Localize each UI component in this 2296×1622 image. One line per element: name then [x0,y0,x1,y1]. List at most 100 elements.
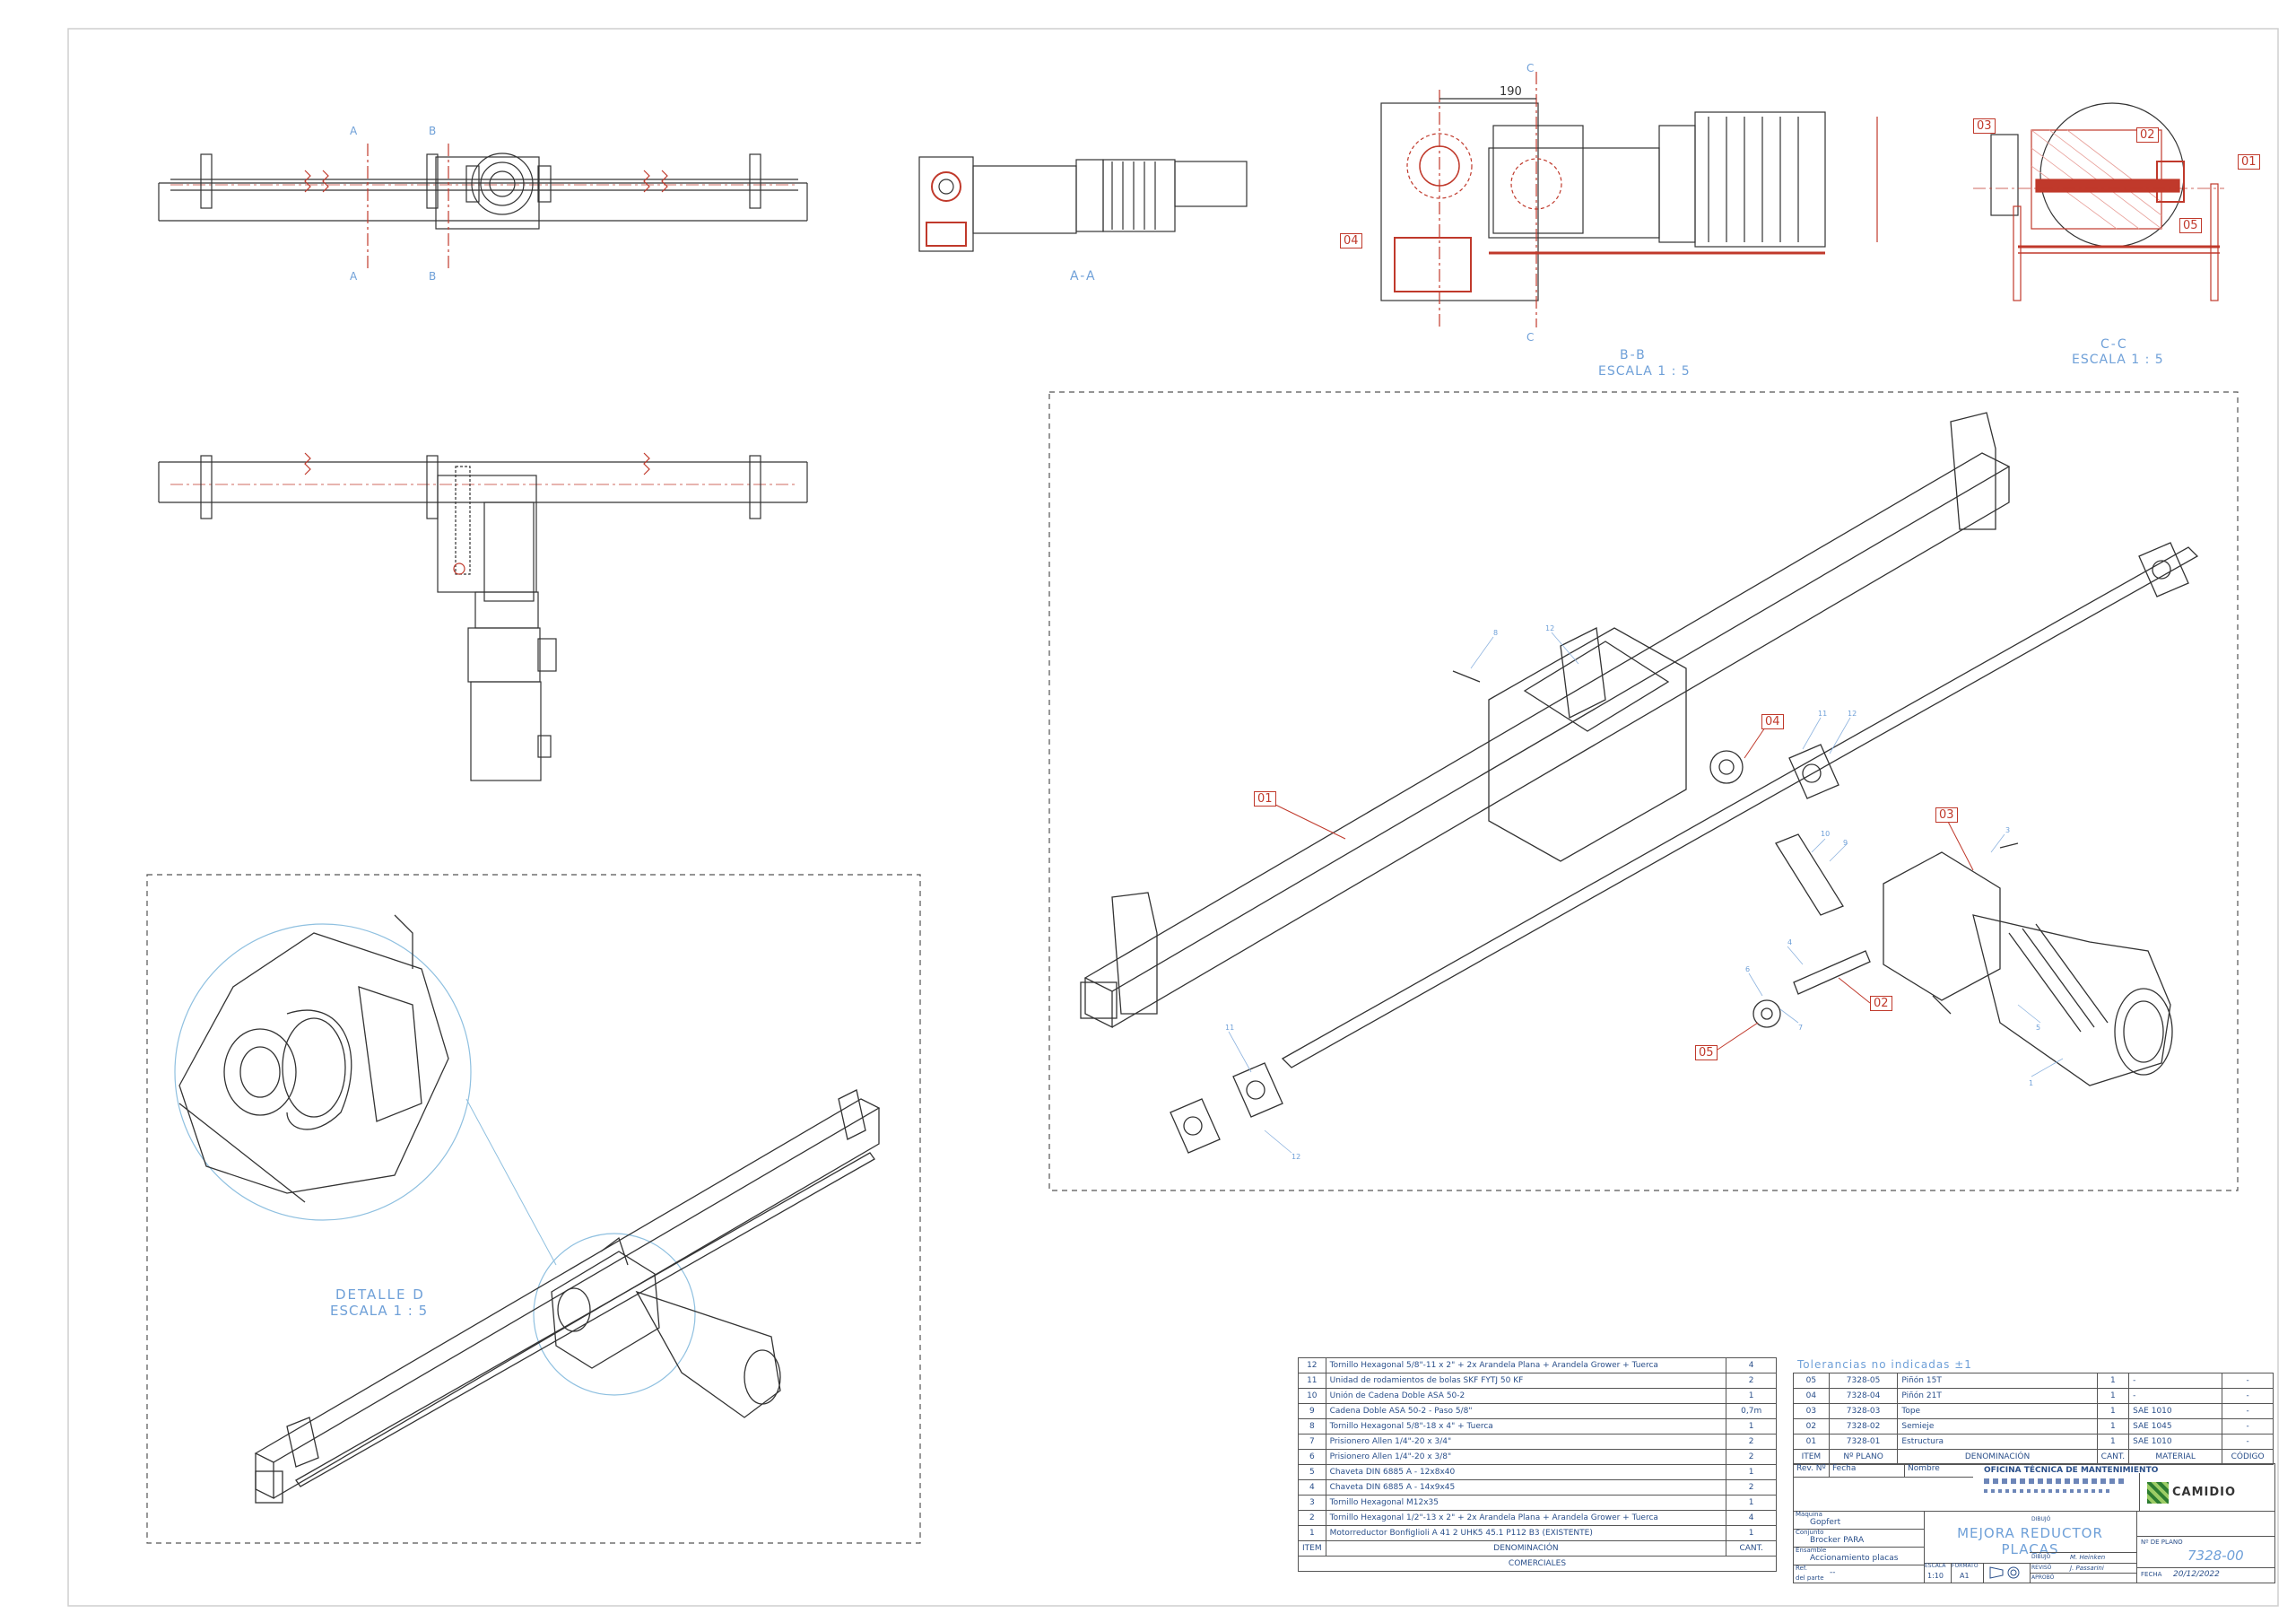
escala-cell: ESCALA 1:10 [1924,1563,1952,1583]
section-letter-b-top: B [429,125,436,137]
part-cant: 1 [2096,1418,2130,1435]
part-material: SAE 1045 [2128,1418,2223,1435]
view-label-c-c: C-C [2100,337,2128,352]
part-cant: 1 [2096,1373,2130,1389]
component-qty: 2 [1726,1434,1777,1450]
component-item: 4 [1298,1479,1326,1496]
component-qty: 1 [1726,1418,1777,1435]
part-tag-05-cc: 05 [2179,218,2202,233]
rev-body-line [1794,1511,2274,1512]
rev-col: Rev. Nº [1794,1464,1830,1477]
section-letter-c-bottom: C [1526,331,1534,344]
component-footer-row: COMERCIALES [1298,1556,1777,1572]
part-desc: Piñón 15T [1897,1373,2098,1389]
title-block: Rev. Nº Fecha Nombre OFICINA TÉCNICA DE … [1793,1463,2275,1583]
top-view [158,452,808,781]
component-footer: COMERCIALES [1298,1556,1777,1572]
part-cant: 1 [2096,1388,2130,1404]
detail-view-frame [146,874,921,1544]
conjunto-row: Conjunto Brocker PARA [1794,1529,1925,1548]
view-label-b-b: B-B [1620,348,1647,362]
part-desc: Semieje [1897,1418,2098,1435]
balloon-12c: 12 [1292,1153,1300,1161]
part-tag-03-cc: 03 [1973,118,1996,134]
component-desc: Cadena Doble ASA 50-2 - Paso 5/8" [1325,1403,1727,1419]
section-letter-a-top: A [350,125,358,137]
section-c-c-view [1973,102,2224,301]
part-header-cant: CANT. [2096,1449,2130,1465]
component-qty: 1 [1726,1525,1777,1541]
conjunto-label: Conjunto [1796,1529,1824,1536]
part-tag-02: 02 [1870,996,1892,1011]
maquina-label: Máquina [1796,1511,1822,1518]
ref-label: Ref. [1796,1565,1808,1572]
component-desc: Chaveta DIN 6885 A - 14x9x45 [1325,1479,1727,1496]
ensamble-value: Accionamiento placas [1810,1554,1899,1563]
part-codigo: - [2222,1403,2274,1419]
dibujo-value: M. Heinken [2070,1554,2106,1561]
component-item: 12 [1298,1357,1326,1373]
dibujo-label-2: DIBUJÓ [2031,1554,2051,1560]
ref-row: Ref. -- del parte [1794,1565,1925,1583]
part-plano: 7328-03 [1828,1403,1899,1419]
view-scale-b-b: ESCALA 1 : 5 [1598,364,1691,379]
escala-label: ESCALA [1925,1563,1946,1569]
component-desc: Tornillo Hexagonal M12x35 [1325,1495,1727,1511]
section-letter-c-top: C [1526,62,1534,74]
component-desc: Tornillo Hexagonal 1/2"-13 x 2" + 2x Ara… [1325,1510,1727,1526]
part-header-plano: Nº PLANO [1828,1449,1899,1465]
component-qty: 1 [1726,1464,1777,1480]
part-tag-03: 03 [1935,807,1958,823]
tolerance-note: Tolerancias no indicadas ±1 [1797,1358,1972,1371]
del-parte-label: del parte [1796,1574,1824,1582]
component-item: 3 [1298,1495,1326,1511]
component-qty: 2 [1726,1449,1777,1465]
component-desc: Tornillo Hexagonal 5/8"-18 x 4" + Tuerca [1325,1418,1727,1435]
detail-d-label: DETALLE D [335,1286,425,1303]
part-item: 03 [1793,1403,1830,1419]
nombre-col: Nombre [1908,1464,1940,1473]
component-qty: 1 [1726,1495,1777,1511]
part-material: - [2128,1388,2223,1404]
part-header-codigo: CÓDIGO [2222,1449,2274,1465]
view-label-a-a: A-A [1070,269,1097,283]
people-grid: DIBUJÓ M. Heinken REVISÓ J. Passarini AP… [2030,1552,2137,1583]
part-desc: Tope [1897,1403,2098,1419]
component-qty: 4 [1726,1510,1777,1526]
drawing-title-line-2: PLACAS [2001,1541,2059,1557]
dibujo-label: DIBUJÓ [2031,1516,2051,1522]
component-item: 5 [1298,1464,1326,1480]
fecha-value: 20/12/2022 [2173,1570,2220,1579]
component-desc: Prisionero Allen 1/4"-20 x 3/8" [1325,1449,1727,1465]
plano-label: Nº DE PLANO [2141,1539,2183,1546]
component-header-item: ITEM [1298,1540,1326,1557]
part-desc: Estructura [1897,1434,2098,1450]
detail-d-scale: ESCALA 1 : 5 [330,1303,428,1319]
balloon-11: 11 [1818,710,1827,718]
balloon-5: 5 [2036,1024,2040,1032]
component-item: 7 [1298,1434,1326,1450]
component-item: 8 [1298,1418,1326,1435]
part-codigo: - [2222,1434,2274,1450]
part-header-item: ITEM [1793,1449,1830,1465]
component-qty: 4 [1726,1357,1777,1373]
sheet-border [67,28,2279,1607]
part-material: SAE 1010 [2128,1434,2223,1450]
aprobo-row: APROBÓ [2030,1573,2137,1583]
component-qty: 2 [1726,1479,1777,1496]
maquina-row: Máquina Gopfert [1794,1511,1925,1530]
component-item: 10 [1298,1388,1326,1404]
conjunto-value: Brocker PARA [1810,1536,1865,1545]
ref-value: -- [1830,1568,1836,1577]
component-desc: Chaveta DIN 6885 A - 12x8x40 [1325,1464,1727,1480]
